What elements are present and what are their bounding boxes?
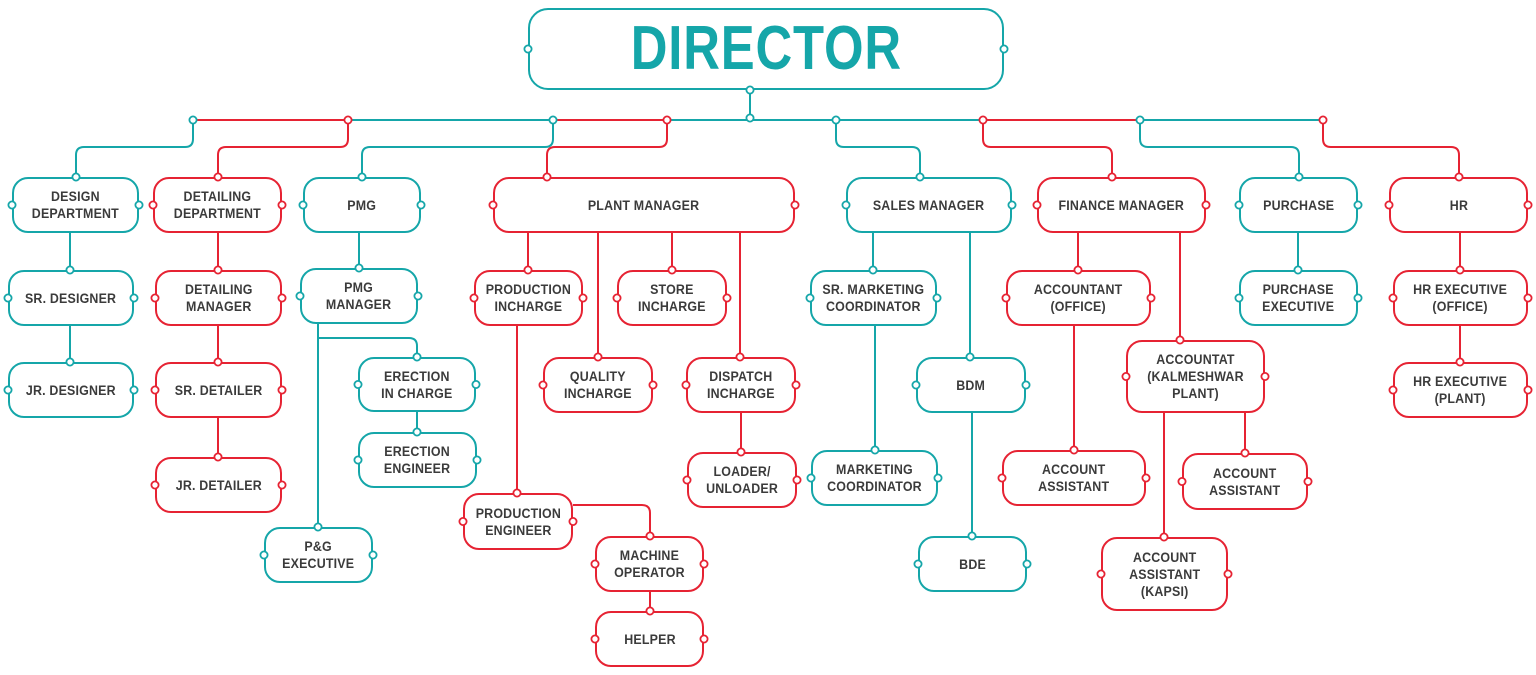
node-label: ACCOUNTANT (OFFICE) [1034,282,1123,314]
node-label: PRODUCTION INCHARGE [485,282,572,314]
node-sales-manager: SALES MANAGER [846,177,1012,233]
node-label: JR. DESIGNER [26,382,116,398]
node-hr: HR [1389,177,1528,233]
node-pg-executive: P&G EXECUTIVE [264,527,373,583]
node-label: DESIGN DEPARTMENT [31,189,120,221]
node-label: ACCOUNTAT (KALMESHWAR PLANT) [1147,352,1244,401]
node-jr-designer: JR. DESIGNER [8,362,134,418]
connector-line [75,120,194,177]
node-label: HR EXECUTIVE (OFFICE) [1413,282,1508,314]
node-sr-detailer: SR. DETAILER [155,362,282,418]
node-detailing-manager: DETAILING MANAGER [155,270,282,326]
node-label: ACCOUNT ASSISTANT [1038,462,1110,494]
node-label: SR. DETAILER [174,382,263,398]
node-production-engineer: PRODUCTION ENGINEER [463,493,573,550]
node-account-assistant-plant: ACCOUNT ASSISTANT [1182,453,1308,510]
node-bdm: BDM [916,357,1026,413]
node-label: SALES MANAGER [873,197,985,213]
connector-line [573,504,651,536]
node-hr-executive-plant: HR EXECUTIVE (PLANT) [1393,362,1528,418]
node-dispatch-incharge: DISPATCH INCHARGE [686,357,796,413]
node-label: PRODUCTION ENGINEER [475,505,561,538]
node-bde: BDE [918,536,1027,592]
node-label: HR EXECUTIVE (PLANT) [1413,374,1508,406]
node-label: MACHINE OPERATOR [614,548,685,580]
node-label: STORE INCHARGE [638,282,706,314]
node-label: HR [1449,197,1468,213]
node-label: SR. MARKETING COORDINATOR [822,282,925,314]
node-label: PLANT MANAGER [588,197,700,213]
node-label: PMG MANAGER [326,280,392,312]
node-label: PURCHASE [1262,197,1335,213]
node-pmg: PMG [303,177,421,233]
node-label: DETAILING DEPARTMENT [173,189,262,221]
node-accountant-office: ACCOUNTANT (OFFICE) [1006,270,1151,326]
connector-line [361,120,554,177]
node-account-assistant-kapsi: ACCOUNT ASSISTANT (KAPSI) [1101,537,1228,611]
connector-line [1139,120,1300,177]
node-label: QUALITY INCHARGE [564,369,632,401]
node-finance-manager: FINANCE MANAGER [1037,177,1206,233]
node-label: HELPER [623,631,676,647]
node-jr-detailer: JR. DETAILER [155,457,282,513]
node-label: DETAILING MANAGER [184,282,253,314]
node-label: LOADER/ UNLOADER [706,464,778,496]
node-label: DISPATCH INCHARGE [707,369,775,401]
connector-line [318,337,418,357]
node-hr-executive-office: HR EXECUTIVE (OFFICE) [1393,270,1528,326]
node-erection-in-charge: ERECTION IN CHARGE [358,357,476,412]
node-label: ACCOUNT ASSISTANT [1209,465,1281,498]
connector-line [982,120,1113,177]
node-label: BDM [956,377,986,393]
node-label: SR. DESIGNER [25,290,117,306]
node-detailing-department: DETAILING DEPARTMENT [153,177,282,233]
node-account-assistant-office: ACCOUNT ASSISTANT [1002,450,1146,506]
node-helper: HELPER [595,611,704,667]
node-quality-incharge: QUALITY INCHARGE [543,357,653,413]
node-sr-designer: SR. DESIGNER [8,270,134,326]
connector-line [217,120,349,177]
node-label: PURCHASE EXECUTIVE [1262,282,1335,314]
node-label: DIRECTOR [630,14,902,83]
connector-line [835,120,921,177]
node-sr-marketing-coordinator: SR. MARKETING COORDINATOR [810,270,937,326]
node-machine-operator: MACHINE OPERATOR [595,536,704,592]
node-erection-engineer: ERECTION ENGINEER [358,432,477,488]
node-label: FINANCE MANAGER [1058,197,1185,213]
node-plant-manager: PLANT MANAGER [493,177,795,233]
node-label: ERECTION ENGINEER [384,444,451,476]
node-director: DIRECTOR [528,8,1004,90]
node-production-incharge: PRODUCTION INCHARGE [474,270,583,326]
node-marketing-coordinator: MARKETING COORDINATOR [811,450,938,506]
connector-line [546,120,668,177]
connector-line [1322,120,1460,177]
node-label: P&G EXECUTIVE [282,539,355,571]
node-design-department: DESIGN DEPARTMENT [12,177,139,233]
node-loader-unloader: LOADER/ UNLOADER [687,452,797,508]
node-accountat-kalmeshwar: ACCOUNTAT (KALMESHWAR PLANT) [1126,340,1265,413]
node-label: ERECTION IN CHARGE [381,368,453,401]
node-pmg-manager: PMG MANAGER [300,268,418,324]
node-purchase-executive: PURCHASE EXECUTIVE [1239,270,1358,326]
node-label: MARKETING COORDINATOR [827,462,922,494]
node-label: BDE [959,556,986,572]
node-store-incharge: STORE INCHARGE [617,270,727,326]
node-label: ACCOUNT ASSISTANT (KAPSI) [1128,549,1201,599]
node-label: PMG [347,197,377,213]
node-purchase: PURCHASE [1239,177,1358,233]
node-label: JR. DETAILER [175,477,262,493]
